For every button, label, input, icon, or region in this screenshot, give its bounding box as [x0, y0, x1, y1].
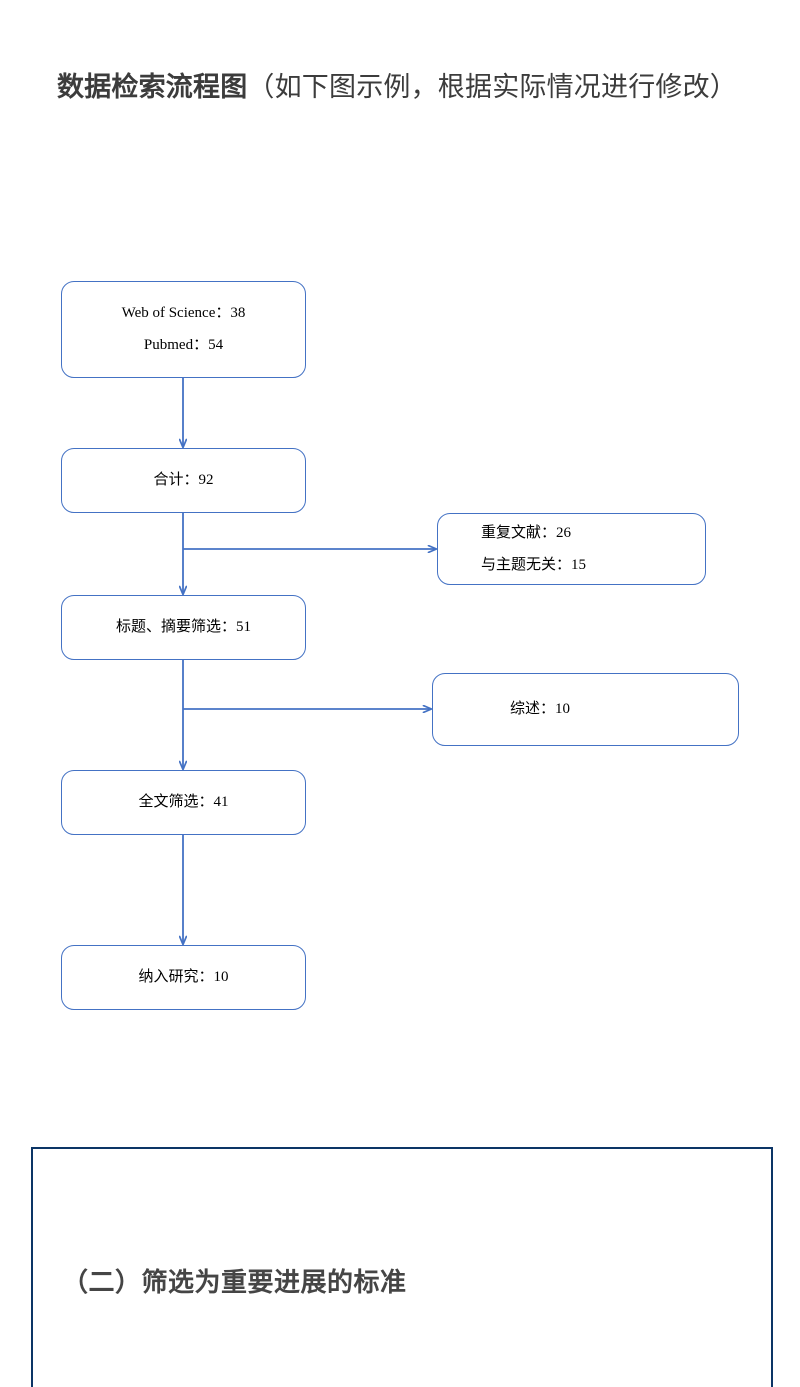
flowchart-node-total-label: 合计：92	[153, 472, 214, 488]
section-container	[31, 1147, 773, 1387]
page-title-strong: 数据检索流程图	[57, 72, 248, 102]
flowchart-node-fulltext-screen-label: 全文筛选：41	[138, 794, 229, 810]
flowchart-node-fulltext-screen[interactable]: 全文筛选：41	[61, 770, 306, 835]
flowchart-node-source-line1: Web of Science：38	[121, 305, 246, 321]
flowchart-node-total[interactable]: 合计：92	[61, 448, 306, 513]
page-title: 数据检索流程图（如下图示例，根据实际情况进行修改）	[57, 56, 747, 119]
flowchart-node-excluded-duplicates-line1: 重复文献：26	[481, 524, 572, 541]
flowchart-node-excluded-duplicates-line2: 与主题无关：15	[481, 556, 587, 573]
flowchart-node-source-line2: Pubmed：54	[143, 337, 224, 353]
flowchart-node-included[interactable]: 纳入研究：10	[61, 945, 306, 1010]
flowchart-node-excluded-duplicates[interactable]: 重复文献：26 与主题无关：15	[437, 513, 706, 585]
flowchart-node-excluded-reviews-label: 综述：10	[510, 701, 571, 717]
flowchart-node-source[interactable]: Web of Science：38 Pubmed：54	[61, 281, 306, 378]
flowchart-node-included-label: 纳入研究：10	[138, 969, 229, 985]
section-heading: （二）筛选为重要进展的标准	[62, 1267, 407, 1297]
page-title-normal: （如下图示例，根据实际情况进行修改）	[247, 72, 738, 102]
flowchart-node-title-abstract-screen[interactable]: 标题、摘要筛选：51	[61, 595, 306, 660]
flowchart-node-title-abstract-screen-label: 标题、摘要筛选：51	[115, 619, 251, 635]
flowchart-node-excluded-reviews[interactable]: 综述：10	[432, 673, 739, 746]
